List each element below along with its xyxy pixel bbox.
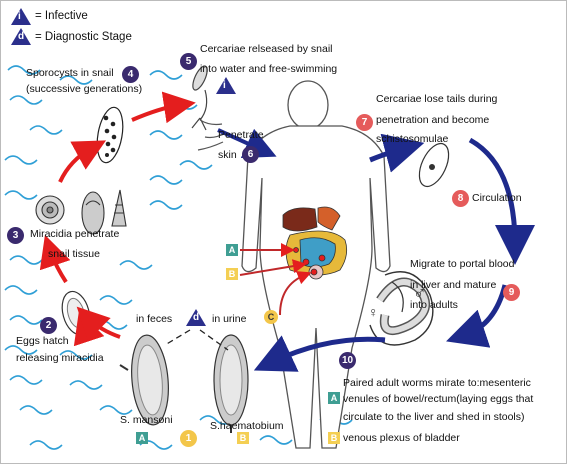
human-body <box>241 80 391 449</box>
step-5-badge: 5 <box>180 53 197 70</box>
label-penetrate-line2: skin <box>218 149 237 161</box>
marker-a-venules: A <box>328 392 340 404</box>
label-migrate-line3: into adults <box>410 299 458 311</box>
step-4-badge: 4 <box>122 66 139 83</box>
label-lose-tails-line3: schistosomulae <box>376 133 449 145</box>
label-paired-line2: venules of bowel/rectum(laying eggs that <box>343 393 534 405</box>
red-arrows <box>39 91 196 347</box>
label-cercariae-release-line2: into water and free-swimming <box>200 63 338 75</box>
step-8-badge: 8 <box>452 190 469 207</box>
step-10-badge: 10 <box>339 352 356 369</box>
label-miracidia-line2: snail tissue <box>48 248 100 260</box>
label-cercariae-release-line1: Cercariae relseased by snail <box>200 43 333 55</box>
infective-symbol-icon: i <box>11 8 31 25</box>
marker-c-body: C <box>264 310 278 324</box>
label-miracidia-line1: Miracidia penetrate <box>30 228 120 240</box>
egg-figures <box>119 334 249 433</box>
label-migrate-line2: in liver and mature <box>410 279 497 291</box>
label-paired-line4: venous plexus of bladder <box>343 432 460 444</box>
diagnostic-stage-icon: d <box>186 309 206 326</box>
legend-diagnostic: = Diagnostic Stage <box>35 31 132 43</box>
miracidium-figure <box>61 290 91 336</box>
legend-infective: = Infective <box>35 10 88 22</box>
step-6-badge: 6 <box>242 146 259 163</box>
step-2-badge: 2 <box>40 317 57 334</box>
label-penetrate-line1: Penetrate <box>218 129 264 141</box>
water-waves <box>4 65 353 450</box>
step-1-badge: 1 <box>180 430 197 447</box>
label-s-mansoni: S. mansoni <box>120 414 173 426</box>
marker-a-mansoni: A <box>136 432 148 444</box>
label-lose-tails-line2: penetration and become <box>376 114 490 126</box>
step-3-badge: 3 <box>7 227 24 244</box>
sporocyst-figure <box>96 106 124 164</box>
diagnostic-symbol-icon: d <box>11 28 31 45</box>
label-circulation: Circulation <box>472 192 522 204</box>
female-symbol: ♀ <box>368 304 379 320</box>
snails <box>35 189 127 235</box>
internal-organs <box>282 206 348 280</box>
marker-b-bladder: B <box>328 432 340 444</box>
label-paired-line3: circulate to the liver and shed in stool… <box>343 411 525 423</box>
marker-b-haematobium: B <box>237 432 249 444</box>
red-marker-arrows <box>239 243 312 316</box>
adult-worms <box>369 271 434 346</box>
label-sporocysts-line2: (successive generations) <box>26 83 143 95</box>
label-paired-line1: Paired adult worms mirate to:mesenteric <box>343 377 531 389</box>
navy-arrows <box>217 128 535 372</box>
label-lose-tails-line1: Cercariae lose tails during <box>376 93 498 105</box>
label-in-feces: in feces <box>136 313 173 325</box>
step-9-badge: 9 <box>503 284 520 301</box>
label-sporocysts-line1: Sporocysts in snail <box>26 67 114 79</box>
label-in-urine: in urine <box>212 313 247 325</box>
male-symbol: ♂ <box>413 283 427 303</box>
marker-b-body: B <box>226 268 238 280</box>
marker-a-body: A <box>226 244 238 256</box>
step-7-badge: 7 <box>356 114 373 131</box>
diagnostic-dashes <box>164 329 229 351</box>
infective-stage-icon: i <box>216 77 236 94</box>
schistosomulum-figure <box>418 142 450 188</box>
label-s-haematobium: S.haematobium <box>210 420 284 432</box>
label-eggs-line1: Eggs hatch <box>16 335 69 347</box>
label-migrate-line1: Migrate to portal blood <box>410 258 515 270</box>
label-eggs-line2: releasing miracidia <box>16 352 104 364</box>
